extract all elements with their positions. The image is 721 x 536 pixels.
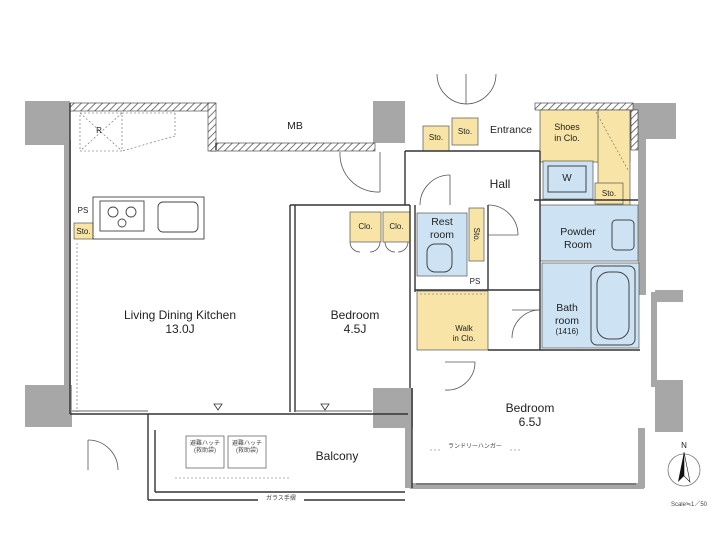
- windows: [72, 410, 636, 485]
- wall-bedroom-left: [405, 388, 412, 488]
- kitchen: [92, 196, 205, 240]
- restroom-line2: room: [430, 228, 454, 241]
- walk-in-closet-label: Walk in Clo.: [442, 324, 486, 343]
- sto-3: [594, 182, 624, 205]
- sto-label-3: Sto.: [601, 189, 617, 198]
- kitchen-sink: [157, 201, 199, 233]
- glass-handrail-label: ガラス手摺: [258, 496, 304, 504]
- wall-bedroom-bottom-right: [638, 428, 645, 488]
- doors: [87, 73, 541, 471]
- evac-hatch-label-2: 避難ハッチ (救助袋): [231, 441, 262, 455]
- bathtub: [590, 265, 636, 346]
- toilet: [426, 243, 453, 273]
- bathroom-label: Bath room (1416): [545, 302, 589, 337]
- wall-bedroom-bottom: [410, 483, 644, 489]
- hatch-right-wall: [630, 109, 639, 151]
- shoes-closet-label: Shoes in Clo.: [542, 122, 592, 144]
- scale-label: Scale≒1／50: [670, 502, 708, 508]
- walk-in-closet: [416, 290, 489, 351]
- mb-label: MB: [287, 120, 303, 132]
- bath-size: (1416): [555, 327, 579, 337]
- washbasin: [611, 219, 635, 251]
- sto-1: [422, 125, 450, 152]
- bedroom2-size: 6.5J: [518, 415, 542, 430]
- hatch-mb-left: [207, 102, 217, 152]
- bath-line1: Bath: [556, 302, 578, 314]
- ldk-size: 13.0J: [165, 322, 195, 337]
- ldk-label: Living Dining Kitchen 13.0J: [100, 308, 260, 337]
- hatch-top-left: [69, 102, 216, 112]
- bedroom1-name: Bedroom: [330, 308, 380, 322]
- partitions: [69, 103, 640, 501]
- hatch-top-right: [534, 102, 634, 111]
- sto-label-ldk: Sto.: [76, 227, 91, 236]
- walkin-line2: in Clo.: [452, 333, 476, 343]
- clo-label-2: Clo.: [389, 222, 404, 231]
- powder-line2: Room: [563, 238, 592, 251]
- wall-right-upper: [638, 135, 646, 295]
- powder-room-label: Powder Room: [548, 226, 608, 251]
- evac-hatches: [185, 435, 267, 469]
- evac-hatch-label-1: 避難ハッチ (救助袋): [189, 441, 220, 455]
- storage-areas: [73, 109, 631, 351]
- entrance-label: Entrance: [489, 124, 533, 136]
- sto-label-2: Sto.: [457, 127, 473, 136]
- bedroom1-size: 4.5J: [343, 322, 367, 337]
- hatched-walls: [69, 102, 639, 152]
- hatch-mb: [209, 142, 376, 152]
- ldk-name: Living Dining Kitchen: [123, 308, 237, 322]
- column-top-center: [373, 101, 405, 143]
- bedroom1-label: Bedroom 4.5J: [305, 308, 405, 337]
- shoes-line1: Shoes: [554, 122, 580, 132]
- sto-label-4: Sto.: [471, 227, 481, 242]
- north-arrow: [667, 451, 701, 487]
- ps-label-1: PS: [77, 206, 89, 215]
- shoes-line2: in Clo.: [554, 132, 580, 143]
- bedroom2-label: Bedroom 6.5J: [480, 401, 580, 430]
- structural-walls: [25, 101, 683, 489]
- wall-ext-right: [655, 290, 683, 302]
- sto-label-1: Sto.: [428, 133, 444, 142]
- restroom-line1: Rest: [431, 216, 453, 228]
- washer-label: W: [562, 173, 572, 184]
- sto-4: [468, 207, 485, 262]
- bath-line2: room: [555, 314, 579, 327]
- bedroom2-name: Bedroom: [505, 401, 555, 415]
- wall-right-lower: [651, 292, 657, 387]
- balcony-label: Balcony: [315, 449, 359, 463]
- refrigerator-label: R: [96, 126, 102, 135]
- window-markers: [213, 403, 330, 411]
- laundry-hanger-label: ランドリーハンガー: [440, 444, 510, 452]
- powder-room: [539, 204, 639, 262]
- powder-line1: Powder: [560, 226, 596, 238]
- stove: [99, 200, 145, 232]
- washer: [547, 165, 587, 193]
- bath-fixtures: [426, 165, 636, 346]
- wall-left: [64, 140, 71, 412]
- restroom-label: Rest room: [420, 216, 464, 241]
- kitchen-counter: [92, 196, 205, 240]
- walkin-line1: Walk: [455, 324, 473, 333]
- clo-label-1: Clo.: [358, 222, 373, 231]
- ps-label-2: PS: [469, 277, 481, 286]
- hall-label: Hall: [489, 177, 511, 191]
- sto-2: [451, 117, 479, 146]
- washer-area: [542, 160, 594, 200]
- column-bottom-right: [655, 380, 683, 432]
- clo-1: [349, 211, 382, 243]
- column-top-left: [25, 101, 70, 145]
- north-label: N: [681, 441, 687, 450]
